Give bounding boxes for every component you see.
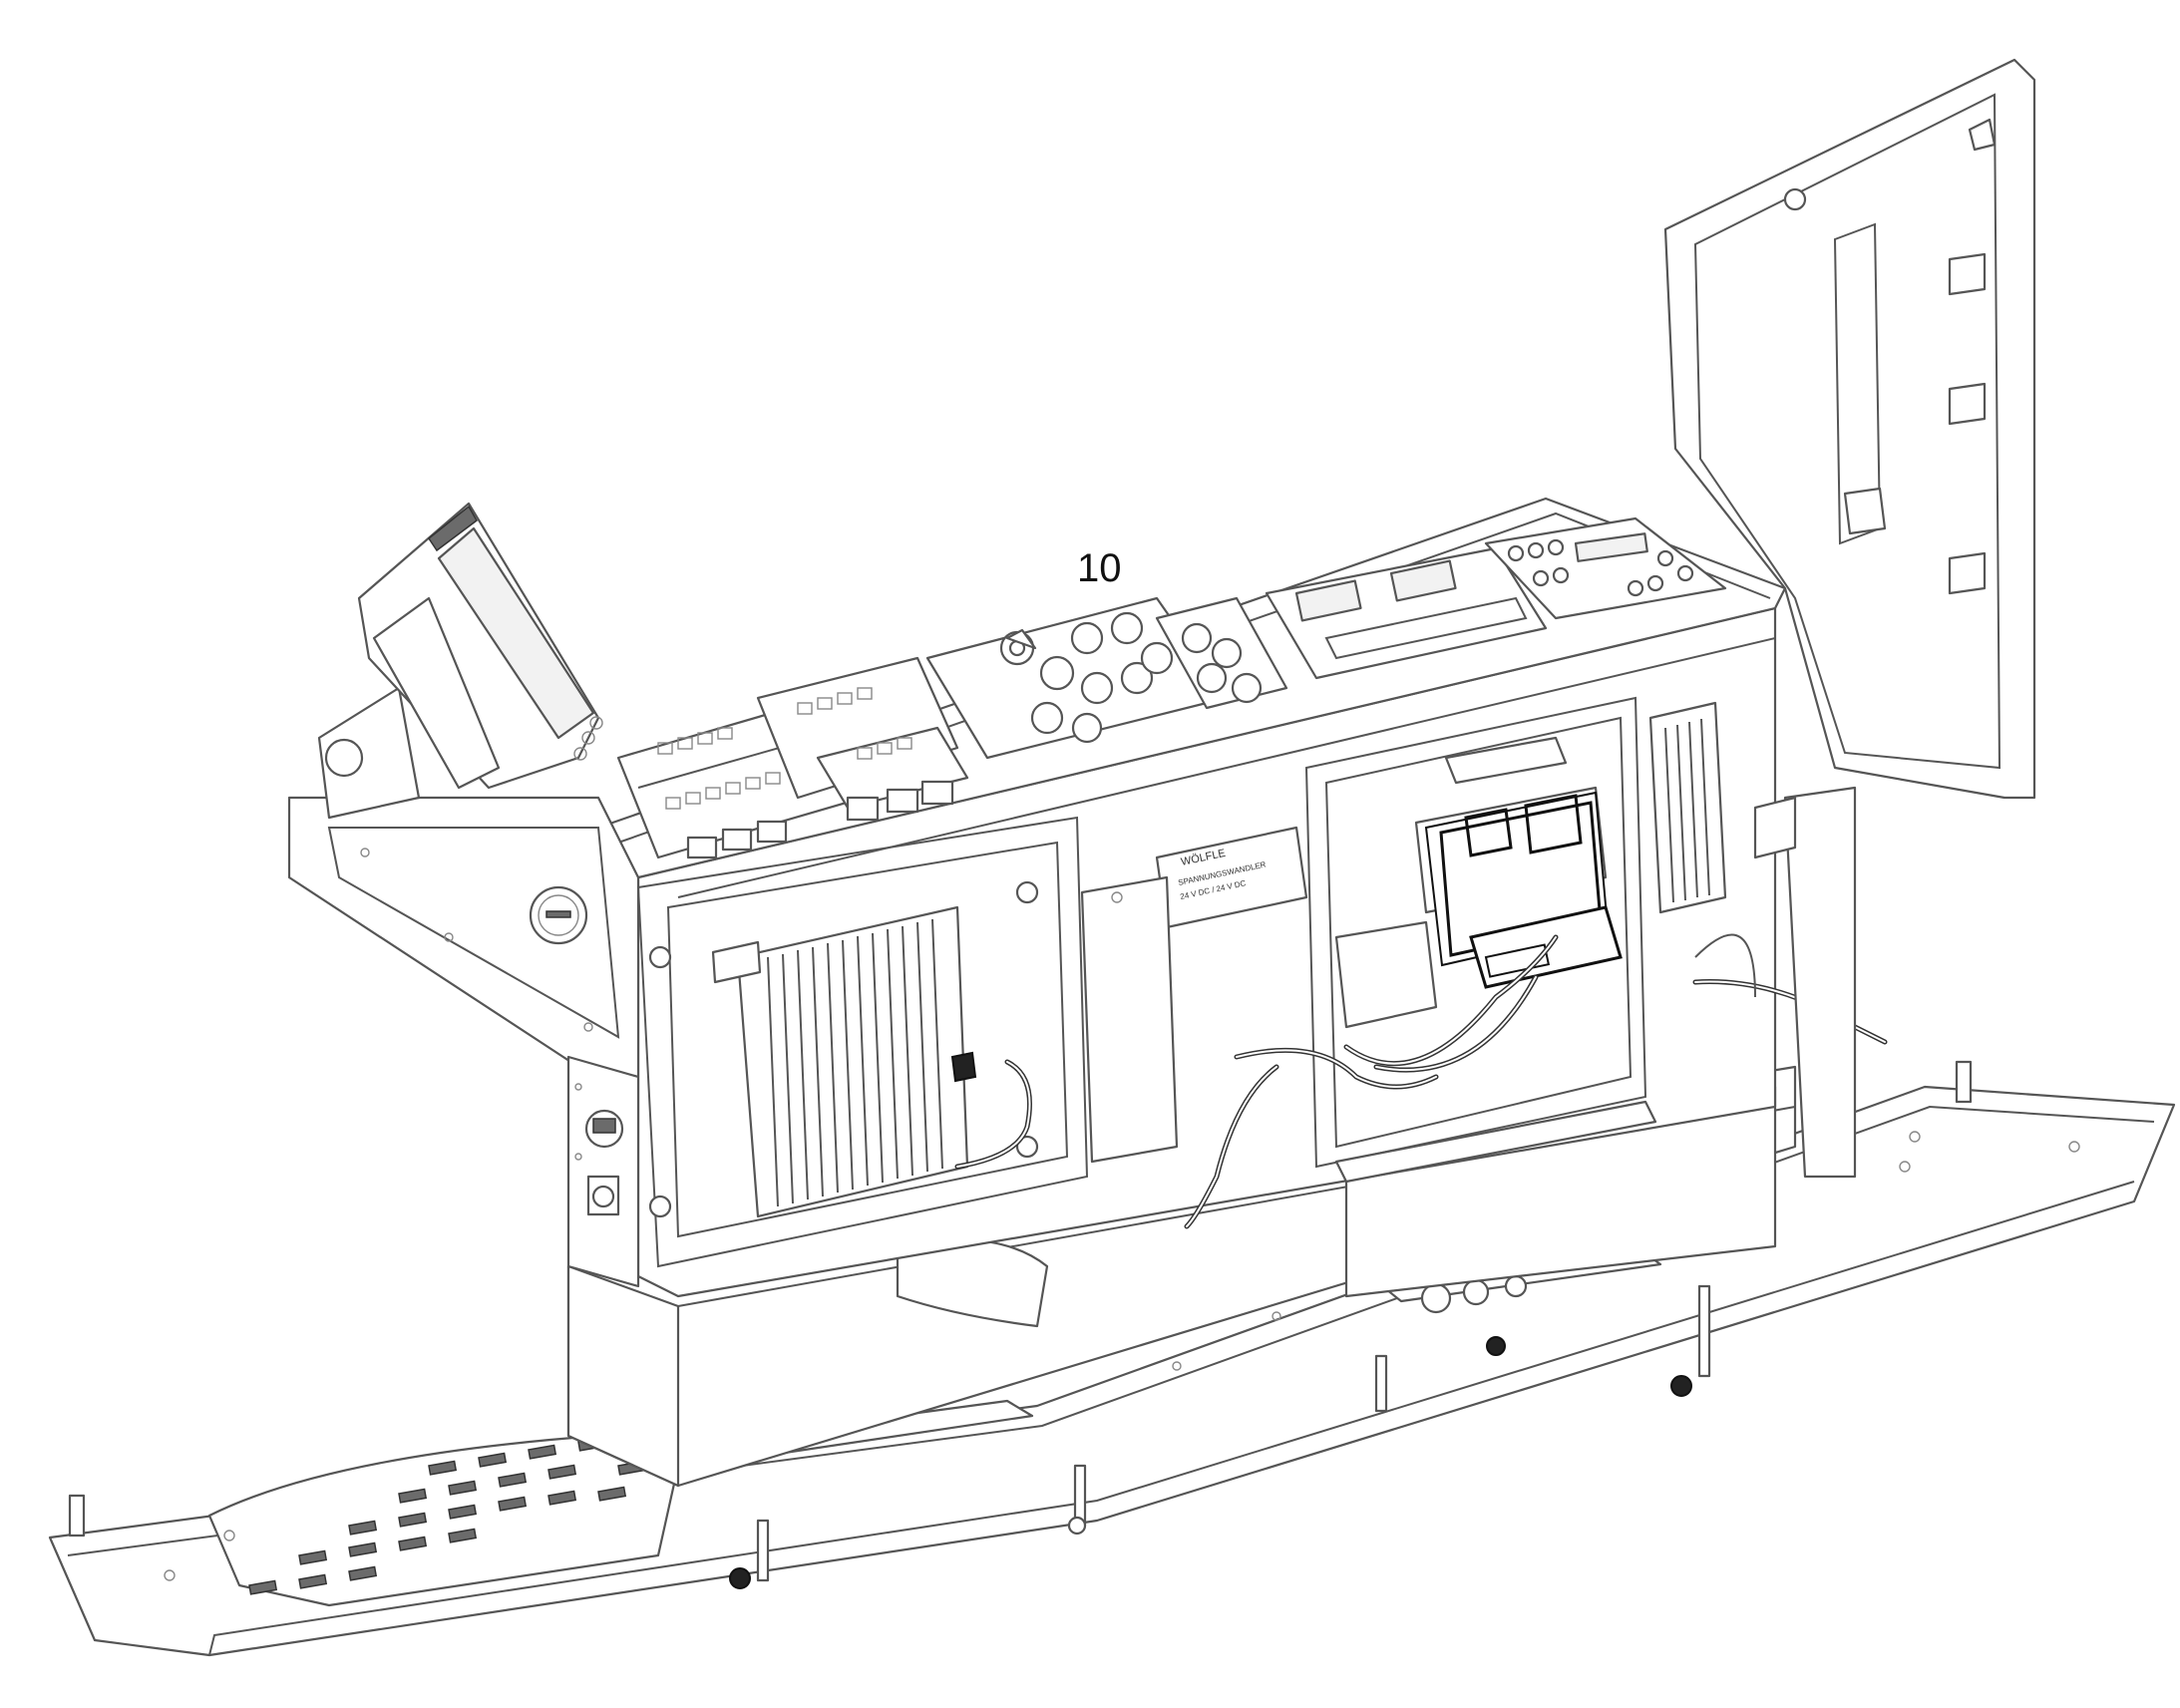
cabinet-lower-body [566, 1065, 1797, 1488]
display-monitor [317, 502, 603, 820]
right-door-frame [1304, 696, 1657, 1184]
support-legs [729, 1284, 1711, 1589]
open-door-right [1663, 58, 2036, 1179]
heat-sink [711, 905, 977, 1218]
voltage-converter: WÖLFLE SPANNUNGSWANDLER 24 V DC / 24 V D… [1080, 826, 1308, 1164]
front-connectors [686, 780, 954, 859]
controller-unit [1334, 736, 1623, 1029]
door-latches [1843, 118, 1997, 595]
keypad-buttons [1507, 538, 1694, 597]
round-buttons [999, 611, 1174, 744]
right-heatsink [1648, 701, 1727, 914]
tread-pattern [248, 1436, 647, 1595]
callout-label: 10 [1077, 546, 1122, 590]
control-panel-deck [616, 516, 1727, 859]
left-door-frame [636, 816, 1089, 1268]
left-side-panel [287, 796, 640, 1288]
cables [954, 933, 1888, 1229]
key-panel-mid-buttons [797, 687, 912, 760]
key-panel-left-buttons [657, 727, 781, 810]
